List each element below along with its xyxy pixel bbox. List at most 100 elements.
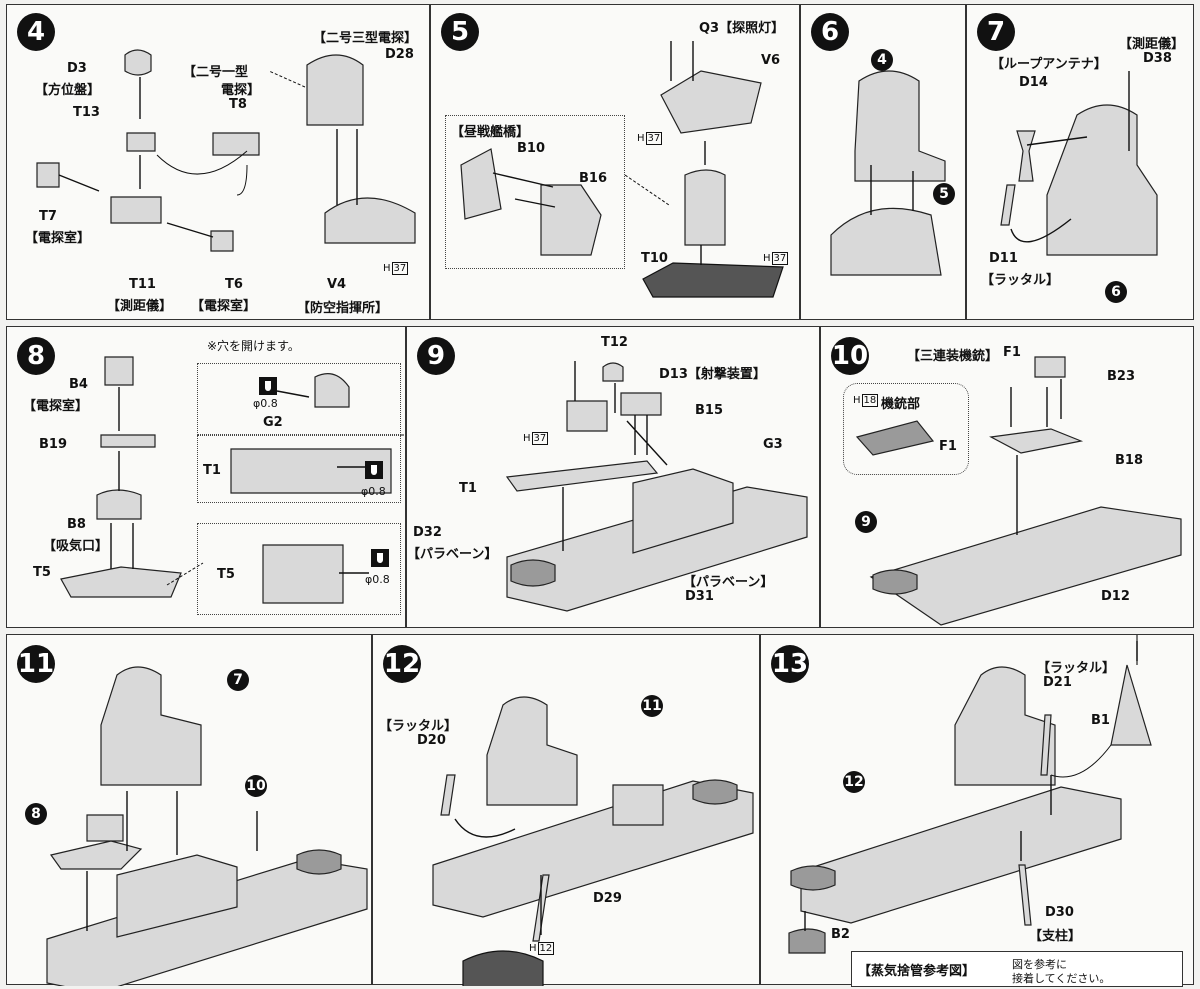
ref-step-12: 12 bbox=[843, 771, 865, 793]
label-nigou-san: 【二号三型電探】 bbox=[313, 31, 418, 46]
ref-step-7: 7 bbox=[227, 669, 249, 691]
label-t13: T13 bbox=[73, 105, 100, 120]
step-7-number: 7 bbox=[977, 13, 1015, 51]
label-d38: D38 bbox=[1143, 51, 1172, 66]
label-v6: V6 bbox=[761, 53, 781, 68]
label-paravane-1: 【パラベーン】 bbox=[407, 547, 498, 562]
step-11-illustration bbox=[46, 666, 368, 986]
label-t5: T5 bbox=[33, 565, 51, 580]
label-g2: G2 bbox=[263, 415, 283, 430]
label-b1: B1 bbox=[1091, 713, 1110, 728]
step-5-illustration bbox=[460, 41, 784, 298]
ref-step-8: 8 bbox=[25, 803, 47, 825]
step-10-illustration bbox=[855, 356, 1182, 626]
label-t12: T12 bbox=[601, 335, 628, 350]
label-b2: B2 bbox=[831, 927, 850, 942]
step-8-panel: 8 ※穴を開けます。 φ0.8 φ0.8 φ0.8 G2 T1 T5 B4 【電… bbox=[6, 326, 407, 628]
step-9-panel: 9 T12 D13【射撃装置】 B15 G3 T1 D32 【パラベーン】 【パ… bbox=[406, 326, 820, 628]
label-t1: T1 bbox=[203, 463, 221, 478]
label-kyuukikou: 【吸気口】 bbox=[43, 539, 109, 554]
label-houibann: 【方位盤】 bbox=[35, 83, 101, 98]
step-4-panel: 4 D3 【方位盤】 T13 【二号一型 電探】 T8 【二号三型電探】 D28… bbox=[6, 4, 430, 320]
step-11-number: 11 bbox=[17, 645, 55, 683]
drill-icon-t1 bbox=[365, 461, 383, 479]
step-11-panel: 11 7 8 10 bbox=[6, 634, 372, 986]
label-b15: B15 bbox=[695, 403, 723, 418]
label-d11: D11 bbox=[989, 251, 1018, 266]
ref-step-5: 5 bbox=[933, 183, 955, 205]
label-rattaru: 【ラッタル】 bbox=[981, 273, 1060, 288]
step-13-panel: 13 12 D12 【ラッタル】 D21 B1 B2 D30 【支柱】 【蒸気捨… bbox=[760, 589, 1194, 987]
steam-pipe-text-2: 接着してください。 bbox=[1012, 972, 1111, 985]
label-t11: T11 bbox=[129, 277, 156, 292]
label-dentanshitsu-1: 【電探室】 bbox=[25, 231, 91, 246]
phi-t5: φ0.8 bbox=[365, 573, 390, 586]
ref-step-9: 9 bbox=[855, 511, 877, 533]
label-d3: D3 bbox=[67, 61, 87, 76]
label-rattaru: 【ラッタル】 bbox=[379, 719, 458, 734]
label-d32: D32 bbox=[413, 525, 442, 540]
label-shichuu: 【支柱】 bbox=[1029, 929, 1082, 944]
label-dentanshitsu-2: 【電探室】 bbox=[191, 299, 257, 314]
ref-step-6: 6 bbox=[1105, 281, 1127, 303]
step-13-illustration bbox=[788, 635, 1152, 954]
label-d12: D12 bbox=[1101, 589, 1130, 604]
step-13-number: 13 bbox=[771, 645, 809, 683]
label-d13: D13【射撃装置】 bbox=[659, 367, 766, 382]
label-t10: T10 bbox=[641, 251, 668, 266]
steam-pipe-text-1: 図を参考に bbox=[1012, 958, 1067, 971]
label-f1b: F1 bbox=[939, 439, 957, 454]
label-b10: B10 bbox=[517, 141, 545, 156]
label-t6: T6 bbox=[225, 277, 243, 292]
steam-pipe-note-box: 【蒸気捨管参考図】 図を参考に 接着してください。 bbox=[851, 951, 1183, 987]
label-v4: V4 bbox=[327, 277, 347, 292]
ref-step-4: 4 bbox=[871, 49, 893, 71]
step-12-illustration bbox=[432, 696, 754, 986]
step-6-illustration bbox=[830, 70, 946, 276]
ref-step-10: 10 bbox=[245, 775, 267, 797]
label-nigou-ichi: 【二号一型 bbox=[183, 65, 249, 80]
label-t5b: T5 bbox=[217, 567, 235, 582]
label-sokkyogi: 【測距儀】 bbox=[107, 299, 173, 314]
g2-drill-box bbox=[197, 363, 401, 435]
label-rattaru: 【ラッタル】 bbox=[1037, 661, 1116, 676]
label-d29: D29 bbox=[593, 891, 622, 906]
label-dentanshitsu: 【電探室】 bbox=[23, 399, 89, 414]
phi-t1: φ0.8 bbox=[361, 485, 386, 498]
t1-drill-box bbox=[197, 435, 401, 503]
label-sanrensou: 【三連装機銃】 bbox=[907, 349, 999, 364]
step-7-panel: 7 【ループアンテナ】 D14 【測距儀】 D38 D11 【ラッタル】 6 bbox=[966, 4, 1194, 320]
label-b19: B19 bbox=[39, 437, 67, 452]
ref-step-11: 11 bbox=[641, 695, 663, 717]
label-loop: 【ループアンテナ】 bbox=[991, 57, 1107, 72]
drill-note: ※穴を開けます。 bbox=[207, 339, 300, 353]
label-t1: T1 bbox=[459, 481, 477, 496]
step-12-number: 12 bbox=[383, 645, 421, 683]
label-b23: B23 bbox=[1107, 369, 1135, 384]
label-b8: B8 bbox=[67, 517, 86, 532]
step-4-number: 4 bbox=[17, 13, 55, 51]
label-d30: D30 bbox=[1045, 905, 1074, 920]
label-b4: B4 bbox=[69, 377, 88, 392]
phi-g2: φ0.8 bbox=[253, 397, 278, 410]
step-9-number: 9 bbox=[417, 337, 455, 375]
step-4-illustration bbox=[36, 49, 416, 252]
drill-icon-g2 bbox=[259, 377, 277, 395]
label-kijuubu: 機銃部 bbox=[881, 397, 921, 412]
bridge-detail-box bbox=[445, 115, 625, 269]
label-d21: D21 bbox=[1043, 675, 1072, 690]
label-d20: D20 bbox=[417, 733, 446, 748]
step-6-number: 6 bbox=[811, 13, 849, 51]
label-boukuu: 【防空指揮所】 bbox=[297, 301, 389, 316]
label-d31: D31 bbox=[685, 589, 714, 604]
label-dentan: 電探】 bbox=[221, 83, 261, 98]
label-t7: T7 bbox=[39, 209, 57, 224]
